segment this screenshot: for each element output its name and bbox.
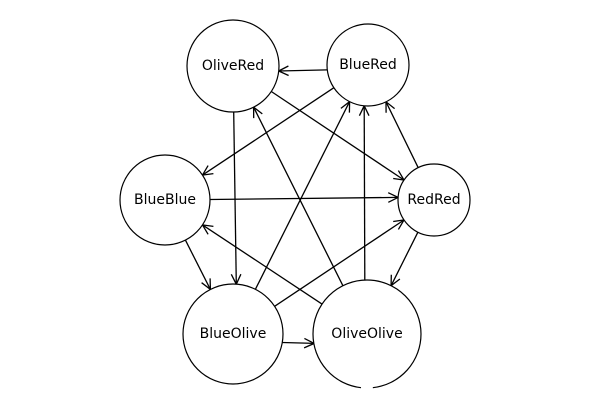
edge-olivered-to-redred [270, 90, 406, 181]
edge-redred-to-oliveolive [390, 231, 419, 288]
edge-line [209, 196, 399, 201]
edge-oliveolive-to-olivered [252, 105, 344, 286]
node-circle [397, 163, 471, 237]
edge-blueblue-to-redred [209, 192, 400, 203]
edge-line [233, 111, 237, 285]
edge-line [202, 224, 323, 305]
node-label: RedRed [407, 192, 460, 208]
edge-line [390, 231, 419, 286]
edge-blueblue-to-blueolive [184, 239, 212, 291]
node-circle [186, 19, 280, 113]
edge-line [184, 239, 211, 290]
node-label: BlueRed [339, 57, 397, 73]
edge-line [253, 106, 344, 286]
node-olivered[interactable]: OliveRed [186, 19, 280, 113]
node-label: OliveOlive [331, 326, 402, 342]
node-redred[interactable]: RedRed [397, 163, 471, 237]
edge-line [385, 101, 419, 168]
edge-oliveolive-to-bluered [358, 104, 370, 281]
edge-line [270, 90, 405, 181]
node-label: OliveRed [202, 58, 264, 74]
nodes-layer: OliveRed BlueRed BlueBlue RedRed BlueOli… [119, 19, 471, 389]
node-label: BlueBlue [134, 192, 196, 208]
edge-line [254, 101, 351, 290]
node-circle [182, 283, 284, 385]
edge-blueolive-to-oliveolive [282, 337, 316, 349]
edge-line [363, 105, 366, 281]
edge-redred-to-bluered [385, 100, 419, 168]
node-circle [312, 279, 422, 389]
edges-layer [184, 65, 419, 349]
node-bluered[interactable]: BlueRed [326, 23, 410, 107]
node-blueolive[interactable]: BlueOlive [182, 283, 284, 385]
edge-line [274, 219, 405, 307]
node-circle [326, 23, 410, 107]
node-blueblue[interactable]: BlueBlue [119, 154, 211, 246]
edge-line [278, 69, 328, 72]
node-circle [119, 154, 211, 246]
node-label: BlueOlive [200, 326, 267, 342]
edge-line [282, 341, 315, 345]
node-oliveolive[interactable]: OliveOlive [312, 279, 422, 389]
edge-bluered-to-olivered [277, 65, 328, 77]
edge-line [202, 87, 335, 176]
edge-olivered-to-blueolive [230, 111, 242, 286]
